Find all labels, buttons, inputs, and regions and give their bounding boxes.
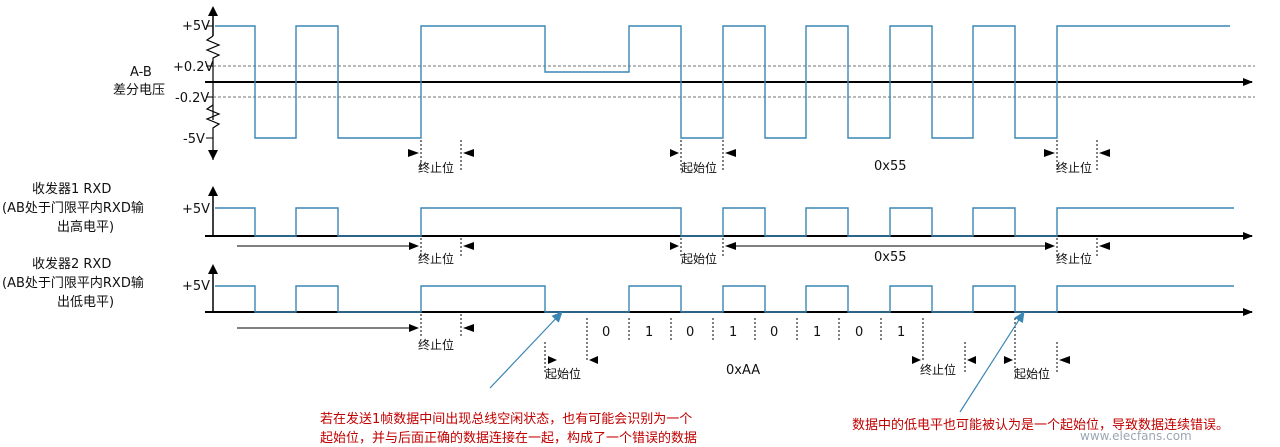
receiver2-marker-stop2	[912, 342, 976, 372]
receiver2-stop1-label: 终止位	[418, 337, 454, 352]
watermark: www.elecfans.com	[1080, 429, 1192, 443]
level-label-neg02: -0.2V	[175, 91, 209, 106]
receiver2-marker-start1	[544, 342, 598, 372]
receiver1-marker-stop1	[420, 238, 474, 256]
receiver1-marker-start1	[670, 238, 736, 256]
receiver1-waveform	[215, 207, 1234, 237]
receiver2-label-line3: 出低电平)	[57, 295, 114, 310]
marker-stop2	[1044, 140, 1110, 170]
receiver1-label-line2: (AB处于门限平内RXD输	[2, 200, 144, 216]
receiver2-yaxis-arrow	[208, 264, 218, 274]
receiver2-waveform	[215, 285, 1234, 313]
marker-start1-label: 起始位	[681, 160, 717, 175]
bit-3: 1	[729, 325, 737, 340]
marker-stop1-label: 终止位	[418, 160, 454, 175]
receiver2-level-label: +5V	[182, 279, 210, 294]
bit-1: 1	[645, 325, 653, 340]
bit-dividers	[586, 318, 924, 360]
receiver2-panel: +5V 收发器2 RXD (AB处于门限平内RXD输 出低电平) 终止位 0 1…	[2, 256, 1253, 381]
receiver2-stop2-label: 终止位	[920, 362, 956, 377]
signal-ylabel-line2: 差分电压	[113, 83, 165, 98]
receiver1-label-line3: 出高电平)	[57, 219, 114, 235]
receiver2-marker-start2	[1004, 318, 1070, 372]
hex-label-0x55: 0x55	[874, 159, 907, 174]
note-left-line2: 起始位，并与后面正确的数据连接在一起，构成了一个错误的数据	[320, 430, 697, 446]
receiver2-marker-stop1	[420, 314, 474, 338]
receiver1-marker-stop2	[1056, 238, 1110, 256]
receiver2-label-line1: 收发器2 RXD	[32, 256, 111, 272]
receiver1-level-label: +5V	[182, 202, 210, 217]
level-label-pos02: +0.2V	[173, 60, 214, 75]
level-label-neg5: -5V	[183, 132, 205, 147]
note-right: 数据中的低电平也可能被认为是一个起始位，导致数据连续错误。	[852, 417, 1229, 433]
signal-panel: +5V +0.2V -0.2V -5V A-B 差分电压 终止位 起始位 0x5…	[113, 6, 1255, 175]
note-right-arrow	[959, 311, 1025, 413]
bit-5: 1	[813, 325, 821, 340]
signal-yaxis-arrow-down	[208, 150, 218, 160]
signal-ylabel-line1: A-B	[130, 65, 152, 80]
bit-4: 0	[770, 325, 778, 340]
receiver1-label-line1: 收发器1 RXD	[32, 181, 111, 197]
differential-waveform	[215, 25, 1230, 139]
bit-6: 0	[855, 325, 863, 340]
receiver1-start1-label: 起始位	[681, 251, 717, 266]
signal-yaxis-break	[205, 35, 221, 120]
marker-start1	[670, 140, 736, 170]
receiver1-yaxis-arrow	[208, 186, 218, 196]
receiver1-panel: +5V 收发器1 RXD (AB处于门限平内RXD输 出高电平) 终止位 起始位…	[2, 181, 1253, 266]
note-left-arrow	[489, 311, 563, 389]
signal-yaxis-break-lower	[205, 104, 221, 160]
receiver2-start1-label: 起始位	[545, 366, 581, 381]
bit-7: 1	[897, 325, 905, 340]
bit-0: 0	[602, 325, 610, 340]
receiver1-hex-label: 0x55	[874, 250, 907, 265]
marker-stop2-label: 终止位	[1056, 160, 1092, 175]
signal-yaxis-arrow-up	[208, 6, 218, 16]
receiver1-stop1-label: 终止位	[418, 251, 454, 266]
receiver2-label-line2: (AB处于门限平内RXD输	[2, 275, 144, 291]
note-left-line1: 若在发送1帧数据中间出现总线空闲状态，也有可能会识别为一个	[320, 411, 692, 427]
receiver2-hex-label: 0xAA	[726, 363, 760, 378]
receiver2-start2-label: 起始位	[1014, 366, 1050, 381]
level-label-pos5: +5V	[182, 19, 210, 34]
marker-stop1	[408, 140, 474, 170]
receiver1-stop2-label: 终止位	[1056, 251, 1092, 266]
bit-2: 0	[686, 325, 694, 340]
